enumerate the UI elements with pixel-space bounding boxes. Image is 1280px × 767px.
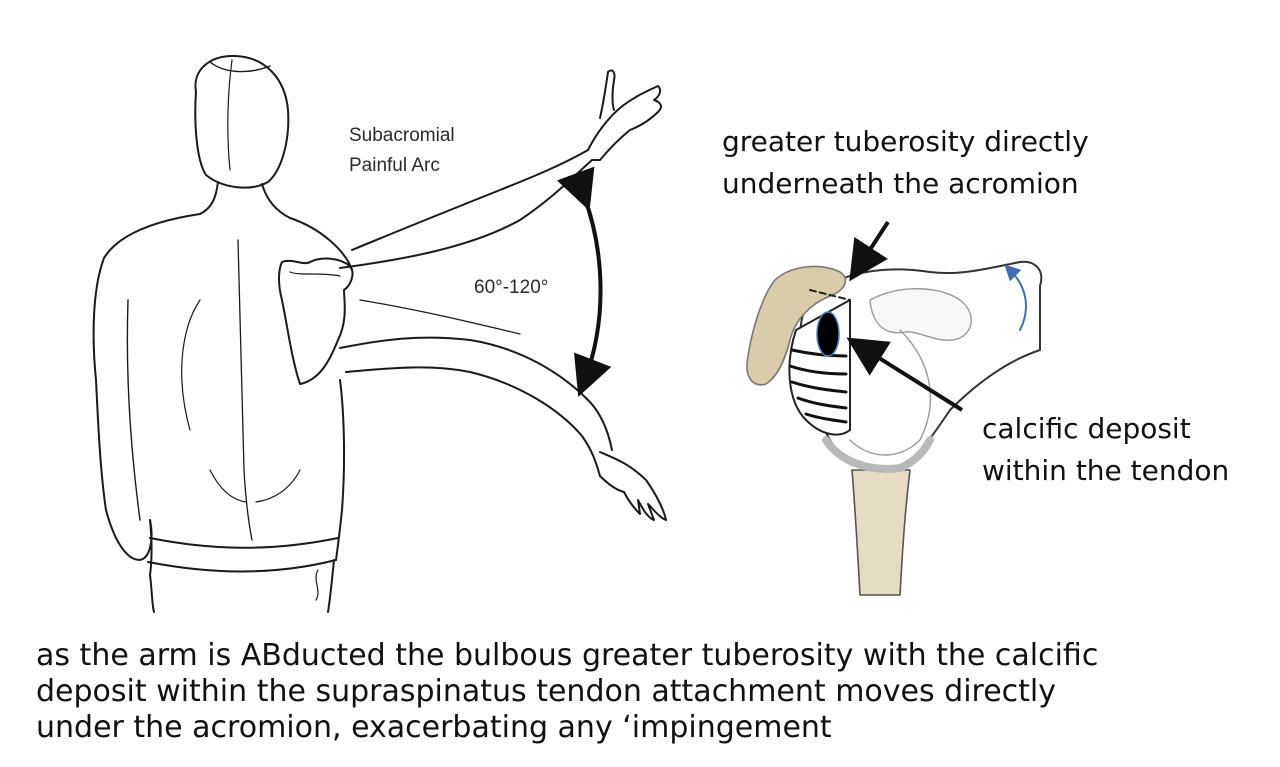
callout-right-line-2: within the tendon (982, 454, 1230, 487)
callout-top-line-2: underneath the acromion (722, 167, 1079, 200)
arc-title-line-1: Subacromial (349, 125, 455, 146)
callout-top-line-1: greater tuberosity directly (722, 125, 1089, 158)
rotation-arrow (1004, 264, 1027, 331)
caption-line-3: under the acromion, exacerbating any ‘im… (36, 710, 832, 745)
callout-arrow-acromion (849, 220, 890, 282)
shoulder-joint-illustration (746, 260, 1043, 596)
caption-line-2: deposit within the supraspinatus tendon … (36, 674, 1056, 709)
man-back-illustration (92, 54, 667, 613)
figure-caption: as the arm is ABducted the bulbous great… (36, 638, 1256, 746)
callout-right-line-1: calcific deposit (982, 412, 1191, 445)
painful-arc-arrow (556, 166, 612, 397)
arc-title-line-2: Painful Arc (349, 155, 440, 176)
calcific-deposit (816, 311, 840, 357)
callout-arrow-deposit (846, 337, 964, 412)
caption-line-1: as the arm is ABducted the bulbous great… (36, 638, 1099, 673)
angle-range-label: 60°-120° (474, 277, 549, 298)
